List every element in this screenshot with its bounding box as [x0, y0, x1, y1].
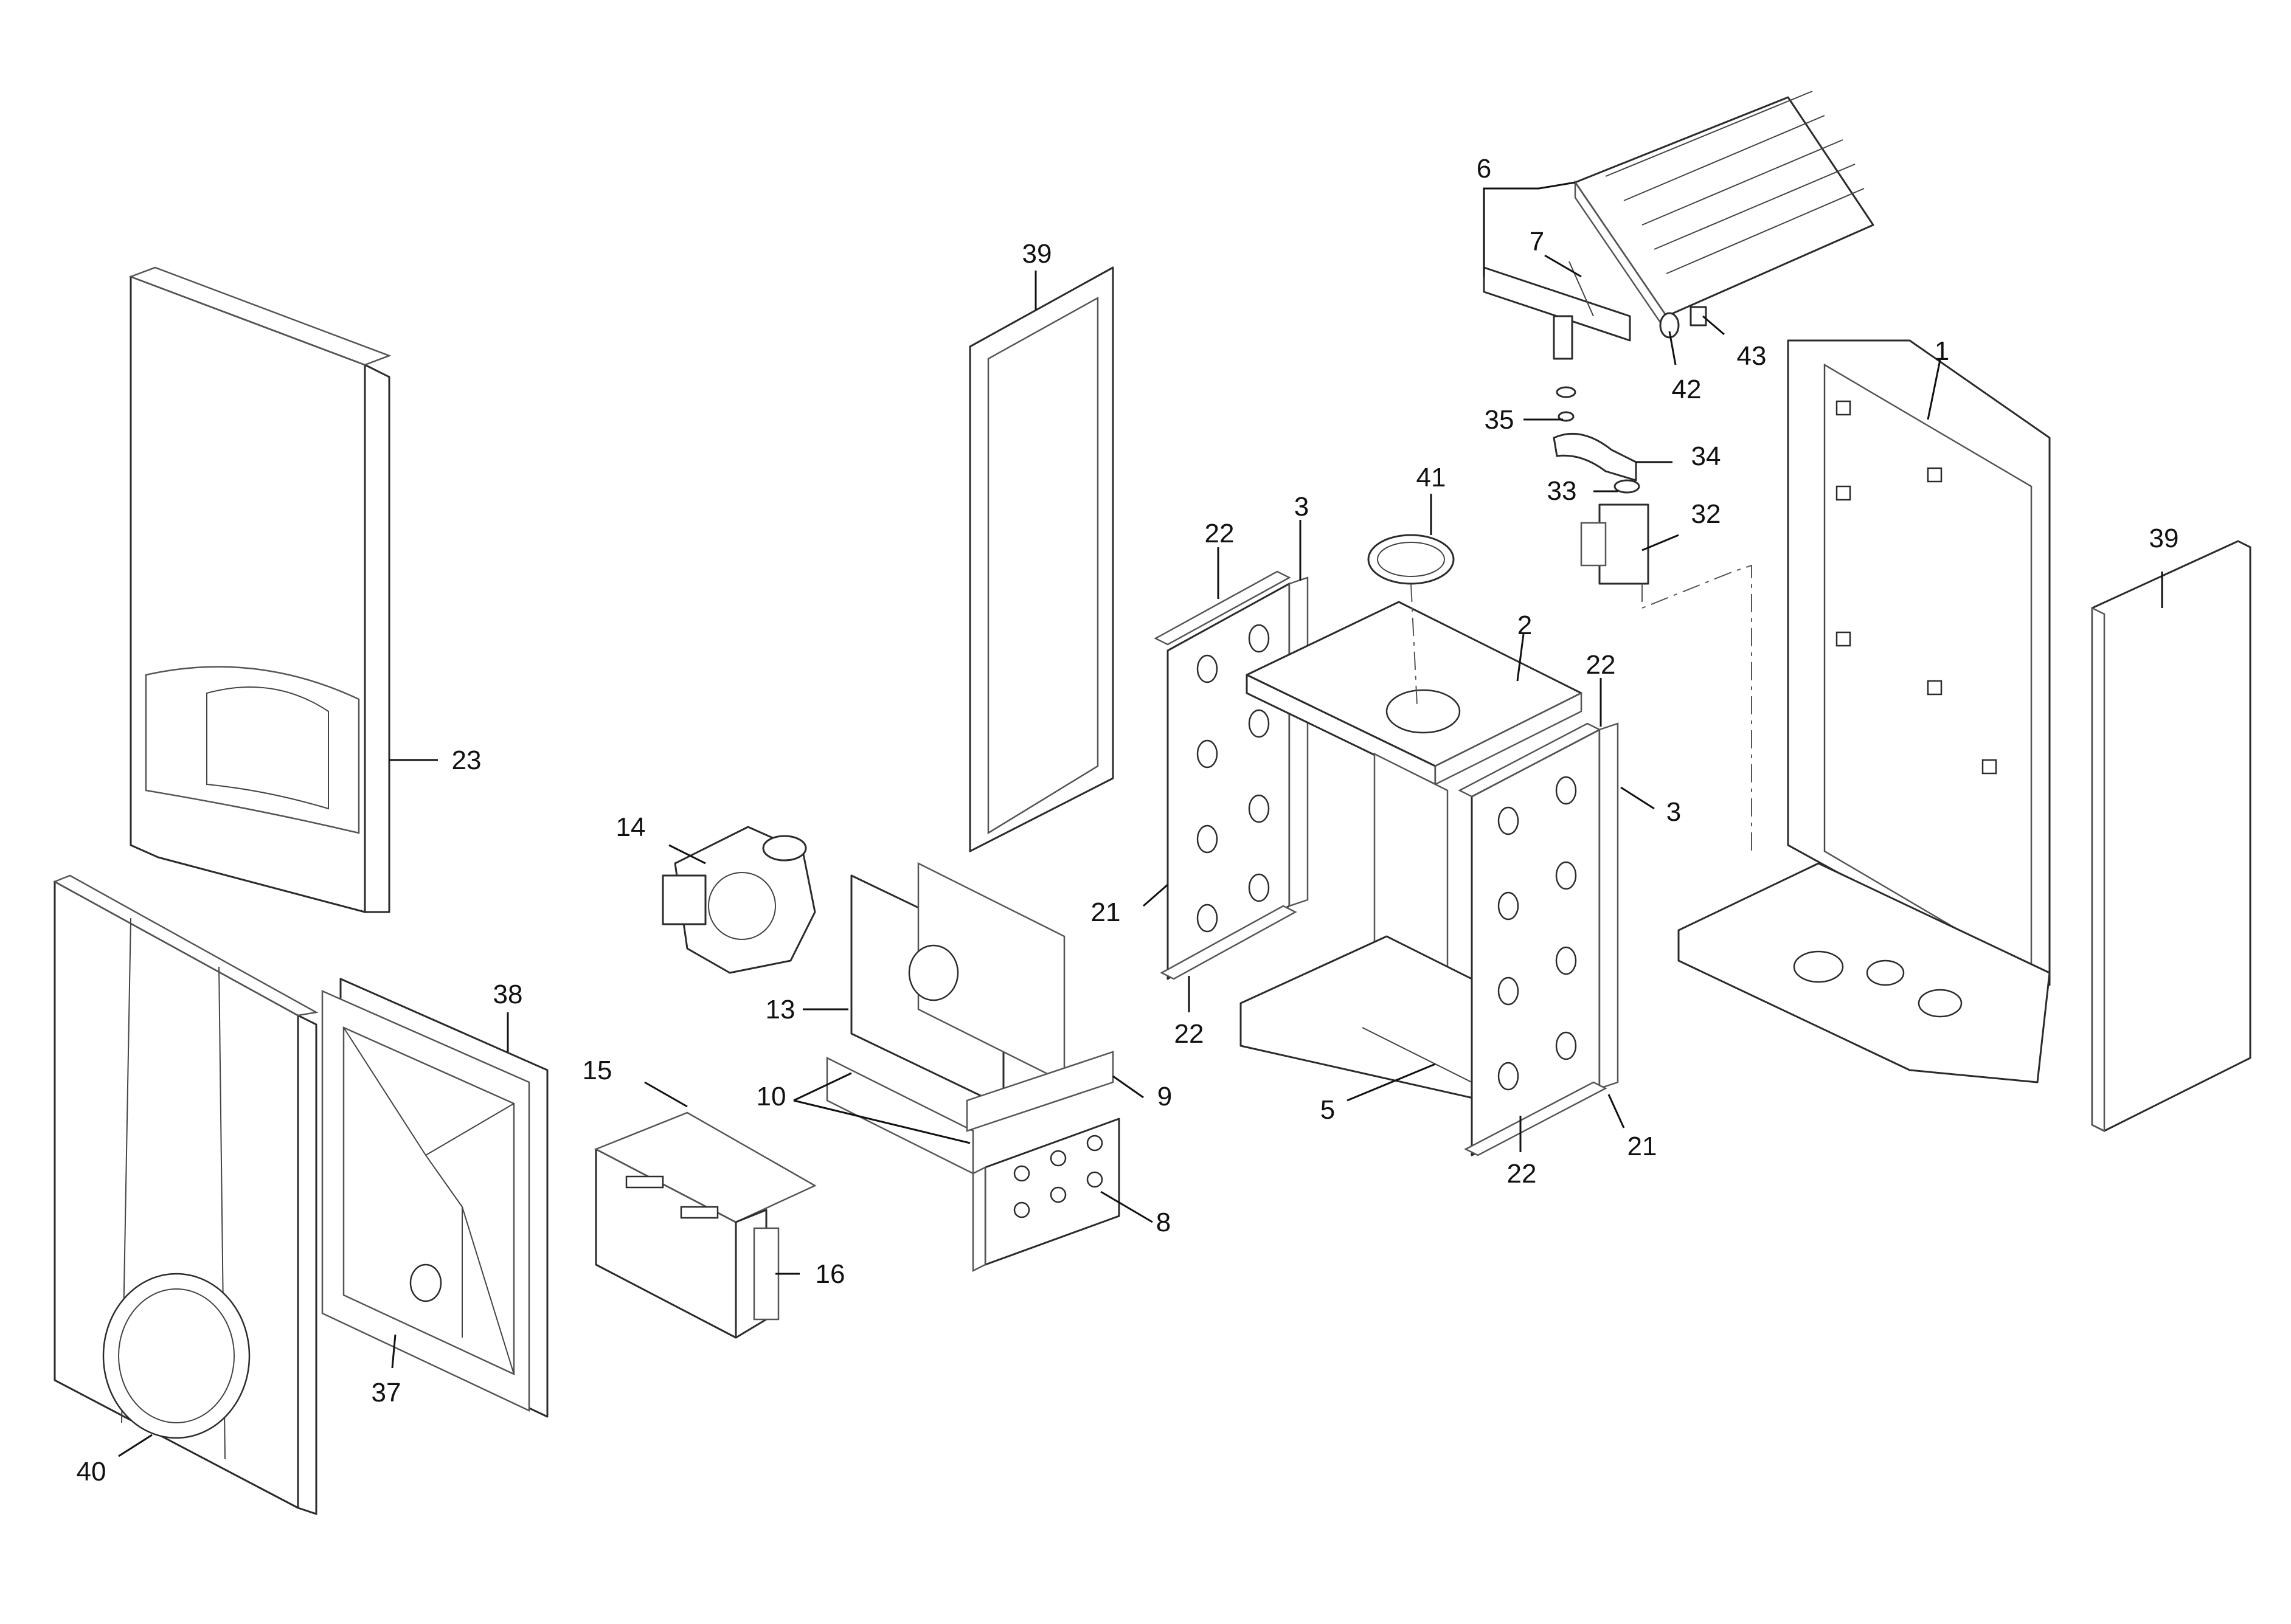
- part-inner-panels: [826, 862, 1114, 1175]
- callout-22c: 22: [1586, 650, 1616, 680]
- part-gasket-ring: [1367, 534, 1455, 706]
- part-front-lower-cover: [53, 874, 319, 1515]
- callout-37: 37: [372, 1378, 401, 1408]
- leader-10a: [793, 1072, 852, 1102]
- leader-9: [1112, 1075, 1144, 1099]
- part-chamber-cover: [321, 978, 549, 1418]
- part-side-panel-right: [2091, 540, 2251, 1133]
- callout-38: 38: [493, 980, 523, 1009]
- leader-7: [1544, 254, 1582, 278]
- callout-41: 41: [1416, 463, 1446, 492]
- callout-16: 16: [816, 1259, 845, 1289]
- callout-7: 7: [1530, 227, 1544, 257]
- callout-2: 2: [1517, 610, 1532, 640]
- leader-43: [1702, 315, 1725, 336]
- callout-42: 42: [1672, 375, 1702, 404]
- leader-42: [1668, 331, 1677, 365]
- callout-13: 13: [766, 995, 795, 1025]
- callout-32: 32: [1691, 499, 1721, 529]
- callout-22a: 22: [1205, 519, 1235, 548]
- callout-43: 43: [1737, 341, 1767, 371]
- leader-10b: [793, 1099, 971, 1144]
- callout-3b: 3: [1666, 797, 1681, 827]
- leader-1: [1927, 359, 1941, 420]
- callout-1: 1: [1935, 336, 1949, 366]
- callout-14: 14: [616, 812, 646, 842]
- leader-21b: [1607, 1094, 1625, 1128]
- leader-37: [391, 1334, 397, 1369]
- callout-labels: 1 2 3 3 5 6 7 8 9 10 13 14 15 16 21 21 2…: [77, 154, 2179, 1487]
- callout-15: 15: [583, 1056, 612, 1085]
- part-heat-shield-right: [1458, 722, 1619, 1156]
- leader-21a: [1143, 883, 1168, 907]
- callout-39a: 39: [1022, 239, 1052, 269]
- leader-14: [668, 844, 706, 865]
- part-bracket: [594, 1111, 817, 1339]
- callout-34: 34: [1691, 441, 1721, 471]
- part-side-panel-left: [969, 266, 1114, 852]
- callout-9: 9: [1157, 1082, 1172, 1111]
- callout-6: 6: [1477, 154, 1491, 184]
- callout-23: 23: [452, 745, 482, 775]
- leader-3b: [1620, 786, 1655, 810]
- callout-39b: 39: [2149, 523, 2179, 553]
- part-gas-valve-chain: [1553, 386, 1752, 851]
- leader-15: [644, 1081, 688, 1108]
- part-front-upper-cover: [128, 266, 392, 913]
- leader-5: [1347, 1063, 1436, 1102]
- part-back-frame: [1677, 339, 2051, 1083]
- leader-32: [1641, 534, 1679, 551]
- leader-8: [1100, 1190, 1153, 1223]
- callout-21a: 21: [1091, 897, 1121, 927]
- callout-33: 33: [1547, 476, 1577, 506]
- callout-22b: 22: [1174, 1019, 1204, 1049]
- leader-40: [118, 1434, 153, 1457]
- callout-22d: 22: [1507, 1159, 1537, 1189]
- callout-40: 40: [77, 1457, 106, 1487]
- part-combustion-chamber: [1239, 601, 1582, 1102]
- part-burner: [1483, 91, 1874, 360]
- part-perforated-panel: [972, 1118, 1120, 1273]
- callout-3a: 3: [1294, 492, 1309, 522]
- callout-5: 5: [1320, 1095, 1335, 1125]
- callout-21b: 21: [1627, 1132, 1657, 1161]
- callout-10: 10: [757, 1082, 786, 1111]
- part-fan: [662, 826, 816, 974]
- leader-lines: [118, 181, 2163, 1457]
- part-heat-shield-left: [1154, 570, 1309, 980]
- leader-2: [1516, 634, 1525, 682]
- callout-35: 35: [1485, 405, 1514, 435]
- callout-8: 8: [1156, 1208, 1171, 1237]
